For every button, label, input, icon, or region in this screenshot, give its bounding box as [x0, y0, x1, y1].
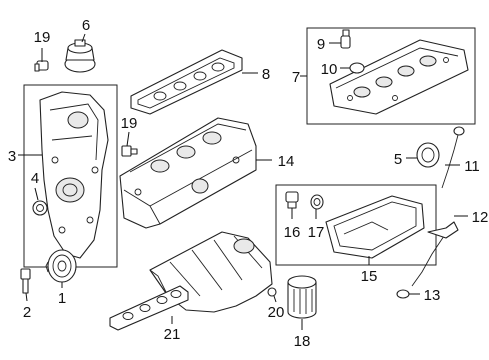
pcv-valve: [340, 29, 351, 49]
callout-4: 4: [31, 170, 39, 187]
timing-cover: [39, 91, 109, 259]
pulley-bolt: [20, 268, 31, 294]
callout-6: 6: [82, 17, 90, 34]
oil-filter: [287, 275, 317, 319]
crank-pulley: [45, 249, 77, 283]
callout-17: 17: [308, 224, 325, 241]
callout-5: 5: [394, 151, 402, 168]
callout-8: 8: [262, 66, 270, 83]
valve-cover-gasket: [130, 49, 243, 115]
sensor-part-19-block: [121, 145, 138, 157]
oil-dipstick: [441, 126, 465, 189]
callout-15: 15: [361, 268, 378, 285]
cylinder-head: [119, 117, 257, 229]
callout-1: 1: [58, 290, 66, 307]
oil-pan: [325, 195, 425, 259]
callout-11: 11: [464, 158, 480, 175]
callout-10: 10: [321, 61, 338, 78]
callout-21: 21: [164, 326, 181, 343]
drain-washer: [310, 194, 324, 210]
callout-19-top: 19: [34, 29, 51, 46]
valve-cover: [329, 39, 469, 115]
drain-plug: [285, 191, 299, 209]
o-ring: [396, 289, 410, 299]
callout-12: 12: [472, 209, 489, 226]
callout-labels: 1 2 3 4 5 6 7 8 9 10 11 12 13 14 15 16 1…: [8, 17, 489, 350]
grommet: [349, 62, 365, 74]
dipstick-tube: [411, 221, 459, 287]
rear-seal: [416, 142, 440, 168]
callout-2: 2: [23, 304, 31, 321]
intake-gasket: [109, 285, 189, 331]
callout-7: 7: [292, 69, 300, 86]
callout-13: 13: [424, 287, 441, 304]
callout-9: 9: [317, 36, 325, 53]
sensor-part-19-top: [34, 60, 49, 72]
callout-16: 16: [284, 224, 301, 241]
callout-20: 20: [268, 304, 285, 321]
leader-lines: [18, 33, 468, 330]
callout-19-block: 19: [121, 115, 138, 132]
oil-pan-frame: [275, 184, 437, 266]
callout-18: 18: [294, 333, 311, 350]
callout-3: 3: [8, 148, 16, 165]
front-seal: [32, 200, 48, 216]
callout-14: 14: [278, 153, 295, 170]
oil-filler-cap: [64, 39, 96, 73]
manifold-clip: [267, 287, 277, 297]
